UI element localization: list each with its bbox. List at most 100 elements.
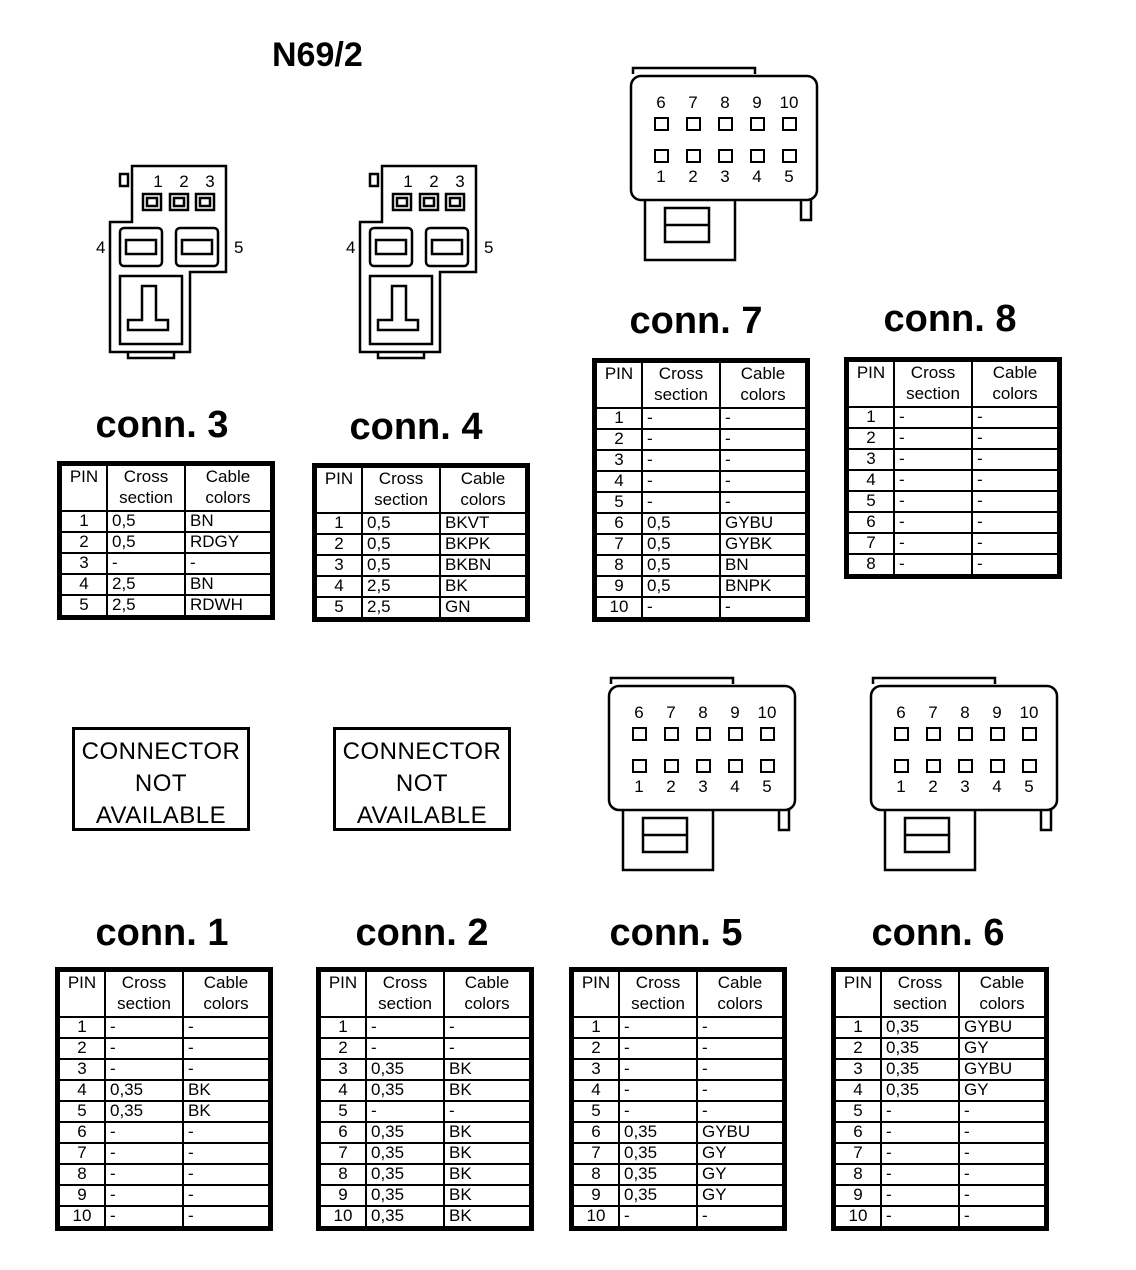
pin-label: 1: [896, 777, 905, 796]
cross-section-cell: -: [104, 1037, 184, 1060]
pin-cell: 7: [847, 532, 895, 555]
cable-color-cell: BK: [182, 1079, 270, 1102]
cable-color-cell: -: [182, 1163, 270, 1186]
cross-section-cell: -: [880, 1205, 960, 1228]
cross-section-cell: -: [618, 1079, 698, 1102]
table-row: 10--: [834, 1205, 1046, 1228]
table-row: 10--: [58, 1205, 270, 1228]
pin-cell: 8: [595, 554, 643, 577]
table-row: 8--: [834, 1163, 1046, 1186]
cable-color-cell: -: [184, 552, 272, 575]
cable-color-cell: BN: [184, 573, 272, 596]
cross-section-cell: -: [618, 1100, 698, 1123]
table-row: 4--: [847, 469, 1059, 492]
cable-color-cell: -: [719, 407, 807, 430]
cross-section-cell: 0,35: [104, 1100, 184, 1123]
cable-color-cell: GYBU: [719, 512, 807, 535]
cable-color-cell: -: [182, 1121, 270, 1144]
pin-label: 5: [784, 167, 793, 186]
conn5-title: conn. 5: [609, 912, 743, 954]
pin-header: PIN: [572, 970, 620, 1018]
cable-color-cell: GYBU: [958, 1016, 1046, 1039]
table-row: 5--: [572, 1100, 784, 1123]
pin-cell: 1: [834, 1016, 882, 1039]
cable-color-cell: BK: [439, 575, 527, 598]
cable-color-cell: GY: [696, 1184, 784, 1207]
table-row: 5--: [595, 491, 807, 514]
cross-section-cell: 0,35: [365, 1142, 445, 1165]
pin-cell: 2: [847, 427, 895, 450]
table-row: 5--: [319, 1100, 531, 1123]
pin-cell: 3: [572, 1058, 620, 1081]
pin-cell: 4: [60, 573, 108, 596]
pin-cell: 1: [60, 510, 108, 533]
pin-cell: 4: [319, 1079, 367, 1102]
pin-cell: 7: [834, 1142, 882, 1165]
cable-color-cell: -: [958, 1100, 1046, 1123]
cable-color-cell: -: [971, 469, 1059, 492]
pin-cell: 10: [595, 596, 643, 619]
cross-section-cell: -: [893, 469, 973, 492]
table-row: 5--: [834, 1100, 1046, 1123]
cross-section-cell: -: [880, 1121, 960, 1144]
cross-section-cell: 0,5: [641, 533, 721, 556]
cross-section-cell: 0,5: [361, 512, 441, 535]
table-row: 3--: [847, 448, 1059, 471]
cross-section-cell: 0,35: [365, 1079, 445, 1102]
cable-color-cell: -: [182, 1037, 270, 1060]
cross-section-cell: -: [618, 1058, 698, 1081]
cable-color-cell: BK: [443, 1184, 531, 1207]
pin-header: PIN: [319, 970, 367, 1018]
connector-3-drawing: [108, 164, 228, 360]
table-row: 2--: [847, 427, 1059, 450]
cross-section-cell: -: [618, 1016, 698, 1039]
cable-color-cell: RDGY: [184, 531, 272, 554]
pin-cell: 2: [834, 1037, 882, 1060]
pin-cell: 3: [319, 1058, 367, 1081]
cable-color-cell: BKBN: [439, 554, 527, 577]
table-row: 7--: [834, 1142, 1046, 1165]
cross-section-cell: -: [104, 1142, 184, 1165]
pin-label-4: 4: [96, 238, 106, 257]
cross-section-cell: 0,5: [106, 510, 186, 533]
pin-cell: 8: [58, 1163, 106, 1186]
cross-section-cell: -: [893, 427, 973, 450]
conn4-title: conn. 4: [349, 406, 483, 448]
cross-section-cell: 2,5: [106, 573, 186, 596]
pin-label: 5: [762, 777, 771, 796]
pin-cell: 1: [319, 1016, 367, 1039]
cable-color-cell: BK: [443, 1142, 531, 1165]
pin-cell: 9: [572, 1184, 620, 1207]
table-row: 9--: [834, 1184, 1046, 1207]
pin-header: PIN: [315, 466, 363, 514]
conn6-title: conn. 6: [871, 912, 1005, 954]
cross-section-cell: -: [641, 491, 721, 514]
connector-4-drawing: [358, 164, 478, 360]
pin-label: 4: [992, 777, 1001, 796]
cable-color-cell: BKPK: [439, 533, 527, 556]
table-row: 6--: [58, 1121, 270, 1144]
pin-cell: 10: [58, 1205, 106, 1228]
cable-color-cell: GYBK: [719, 533, 807, 556]
pin-cell: 8: [834, 1163, 882, 1186]
table-row: 3--: [58, 1058, 270, 1081]
